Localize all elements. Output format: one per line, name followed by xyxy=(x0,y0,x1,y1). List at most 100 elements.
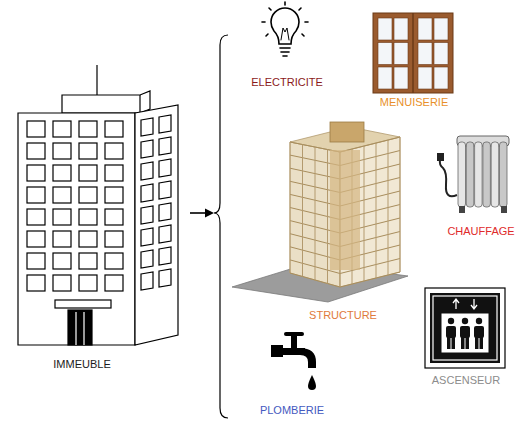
building-window xyxy=(27,209,45,225)
roof-box xyxy=(62,91,150,113)
building-window xyxy=(53,253,71,269)
window-pane xyxy=(434,18,448,40)
building-window xyxy=(53,143,71,159)
person-leg xyxy=(452,337,456,349)
faucet-handle xyxy=(284,332,304,336)
window-pane xyxy=(434,43,448,65)
person-body xyxy=(460,326,470,338)
radiator-fin xyxy=(466,142,474,207)
sign-inner xyxy=(430,293,500,363)
lightbulb-icon xyxy=(262,2,308,56)
window-icon xyxy=(373,13,453,93)
bulb-base xyxy=(283,55,287,57)
component-label: ELECTRICITE xyxy=(251,76,323,89)
building-window xyxy=(53,187,71,203)
component-label: IMMEUBLE xyxy=(53,358,110,371)
door-line xyxy=(83,312,84,345)
person-body xyxy=(474,326,484,338)
column xyxy=(315,147,316,280)
person-leg xyxy=(480,337,484,349)
bulb-ray xyxy=(302,34,304,36)
radiator-foot xyxy=(459,206,465,213)
side-window xyxy=(159,269,171,287)
arrow-down xyxy=(453,299,459,309)
window-pane xyxy=(394,43,408,65)
building-window xyxy=(79,165,97,181)
window-pane xyxy=(434,67,448,89)
radiator-cable xyxy=(440,160,457,196)
faucet-spout xyxy=(300,348,316,368)
building-window xyxy=(27,275,45,291)
window-pane xyxy=(378,67,392,89)
building-window xyxy=(27,121,45,137)
radiator-fin xyxy=(458,142,466,207)
component-label: ASCENSEUR xyxy=(432,374,500,387)
building-window xyxy=(79,209,97,225)
building-window xyxy=(105,165,123,181)
building-window xyxy=(79,253,97,269)
bulb-ray xyxy=(299,8,301,10)
arrow-up xyxy=(471,299,477,309)
radiator-fin xyxy=(491,142,499,207)
radiator-plug xyxy=(437,153,444,161)
component-label: PLOMBERIE xyxy=(260,404,324,417)
side-window xyxy=(141,250,153,268)
building-window xyxy=(79,121,97,137)
building-window xyxy=(53,165,71,181)
person-head xyxy=(448,318,454,324)
building-window xyxy=(105,253,123,269)
elevator-icon xyxy=(425,288,505,368)
antenna xyxy=(96,65,97,95)
column xyxy=(327,150,328,284)
side-window xyxy=(141,272,153,290)
sign-border xyxy=(433,296,497,360)
window-pane xyxy=(418,67,432,89)
radiator-fin xyxy=(483,142,491,207)
side-window xyxy=(159,225,171,243)
component-label: MENUISERIE xyxy=(380,96,448,109)
building-window xyxy=(27,187,45,203)
roof-edge xyxy=(139,95,140,113)
arrow-shaft xyxy=(190,212,207,214)
building-window xyxy=(105,121,123,137)
cabin xyxy=(441,313,489,353)
side-window xyxy=(159,137,171,155)
entrance-door xyxy=(68,310,92,345)
sign-outer xyxy=(425,288,505,368)
person-leg xyxy=(447,337,451,349)
side-window xyxy=(141,206,153,224)
window-pane xyxy=(418,18,432,40)
building-window xyxy=(105,231,123,247)
faucet-stem xyxy=(291,335,297,348)
building-drawing xyxy=(18,65,178,345)
frame-core xyxy=(330,122,364,142)
building-window xyxy=(105,209,123,225)
component-label: CHAUFFAGE xyxy=(447,225,514,238)
component-label: STRUCTURE xyxy=(309,309,377,322)
bulb-glass xyxy=(271,8,299,44)
faucet-icon xyxy=(271,332,316,390)
building-window xyxy=(27,231,45,247)
column xyxy=(376,143,377,278)
door-line xyxy=(75,312,76,345)
floor-slab xyxy=(340,137,400,152)
entrance-canopy xyxy=(55,300,111,308)
building-window xyxy=(27,165,45,181)
side-window xyxy=(159,203,171,221)
bulb-ray xyxy=(262,21,265,23)
building-window xyxy=(53,231,71,247)
radiator-fin xyxy=(500,142,508,207)
window-frame xyxy=(373,13,453,93)
building-window xyxy=(79,231,97,247)
column xyxy=(388,140,389,275)
window-pane xyxy=(378,18,392,40)
radiator-foot xyxy=(501,206,507,213)
floor-slab xyxy=(340,272,400,287)
building-window xyxy=(27,143,45,159)
building-window xyxy=(53,121,71,137)
bulb-ray xyxy=(269,8,271,10)
building-window xyxy=(79,275,97,291)
side-window xyxy=(159,181,171,199)
person-leg xyxy=(461,337,465,349)
window-pane xyxy=(394,18,408,40)
